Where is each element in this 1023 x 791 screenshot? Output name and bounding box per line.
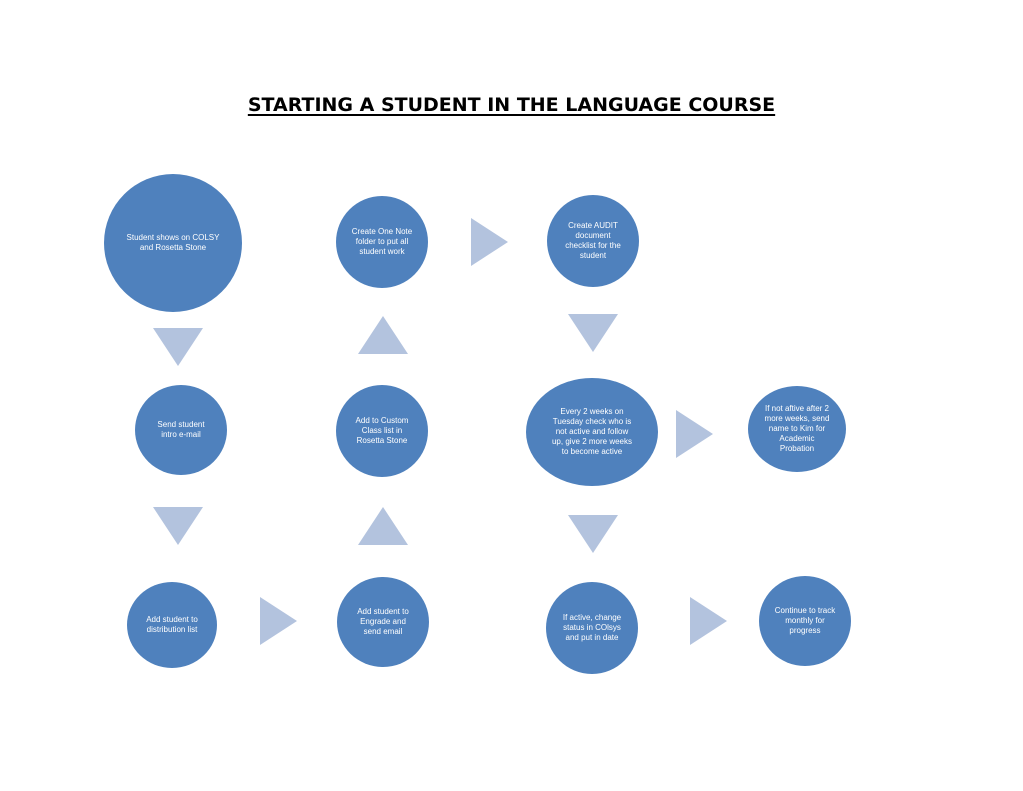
arrow-down-icon bbox=[153, 328, 203, 366]
node-engrade: Add student to Engrade and send email bbox=[337, 577, 429, 667]
node-label: Student shows on COLSY and Rosetta Stone bbox=[126, 233, 220, 252]
arrow-right-icon bbox=[690, 597, 727, 645]
arrow-up-icon bbox=[358, 316, 408, 354]
node-label: Every 2 weeks on Tuesday check who is no… bbox=[551, 407, 633, 456]
node-label: Continue to track monthly for progress bbox=[774, 606, 836, 635]
node-probation: If not aftive after 2 more weeks, send n… bbox=[748, 386, 846, 472]
node-label: Create AUDIT document checklist for the … bbox=[565, 221, 621, 260]
node-onenote: Create One Note folder to put all studen… bbox=[336, 196, 428, 288]
node-active: If active, change status in COlsys and p… bbox=[546, 582, 638, 674]
node-label: Add student to Engrade and send email bbox=[357, 607, 409, 636]
arrow-down-icon bbox=[568, 314, 618, 352]
arrow-right-icon bbox=[676, 410, 713, 458]
node-label: Add to Custom Class list in Rosetta Ston… bbox=[355, 416, 409, 445]
node-label: If not aftive after 2 more weeks, send n… bbox=[764, 404, 830, 453]
node-label: Add student to distribution list bbox=[146, 615, 198, 634]
arrow-right-icon bbox=[260, 597, 297, 645]
node-colsy: Student shows on COLSY and Rosetta Stone bbox=[104, 174, 242, 312]
node-label: If active, change status in COlsys and p… bbox=[562, 613, 622, 642]
node-track: Continue to track monthly for progress bbox=[759, 576, 851, 666]
page-title-text: STARTING A STUDENT IN THE LANGUAGE COURS… bbox=[247, 94, 776, 116]
arrow-down-icon bbox=[153, 507, 203, 545]
node-distribution: Add student to distribution list bbox=[127, 582, 217, 668]
arrow-down-icon bbox=[568, 515, 618, 553]
node-every-2-weeks: Every 2 weeks on Tuesday check who is no… bbox=[526, 378, 658, 486]
page-title: STARTING A STUDENT IN THE LANGUAGE COURS… bbox=[0, 94, 1023, 116]
arrow-right-icon bbox=[471, 218, 508, 266]
node-audit: Create AUDIT document checklist for the … bbox=[547, 195, 639, 287]
node-intro-email: Send student intro e-mail bbox=[135, 385, 227, 475]
node-label: Send student intro e-mail bbox=[157, 420, 205, 439]
node-label: Create One Note folder to put all studen… bbox=[351, 227, 413, 256]
arrow-up-icon bbox=[358, 507, 408, 545]
node-custom-class: Add to Custom Class list in Rosetta Ston… bbox=[336, 385, 428, 477]
